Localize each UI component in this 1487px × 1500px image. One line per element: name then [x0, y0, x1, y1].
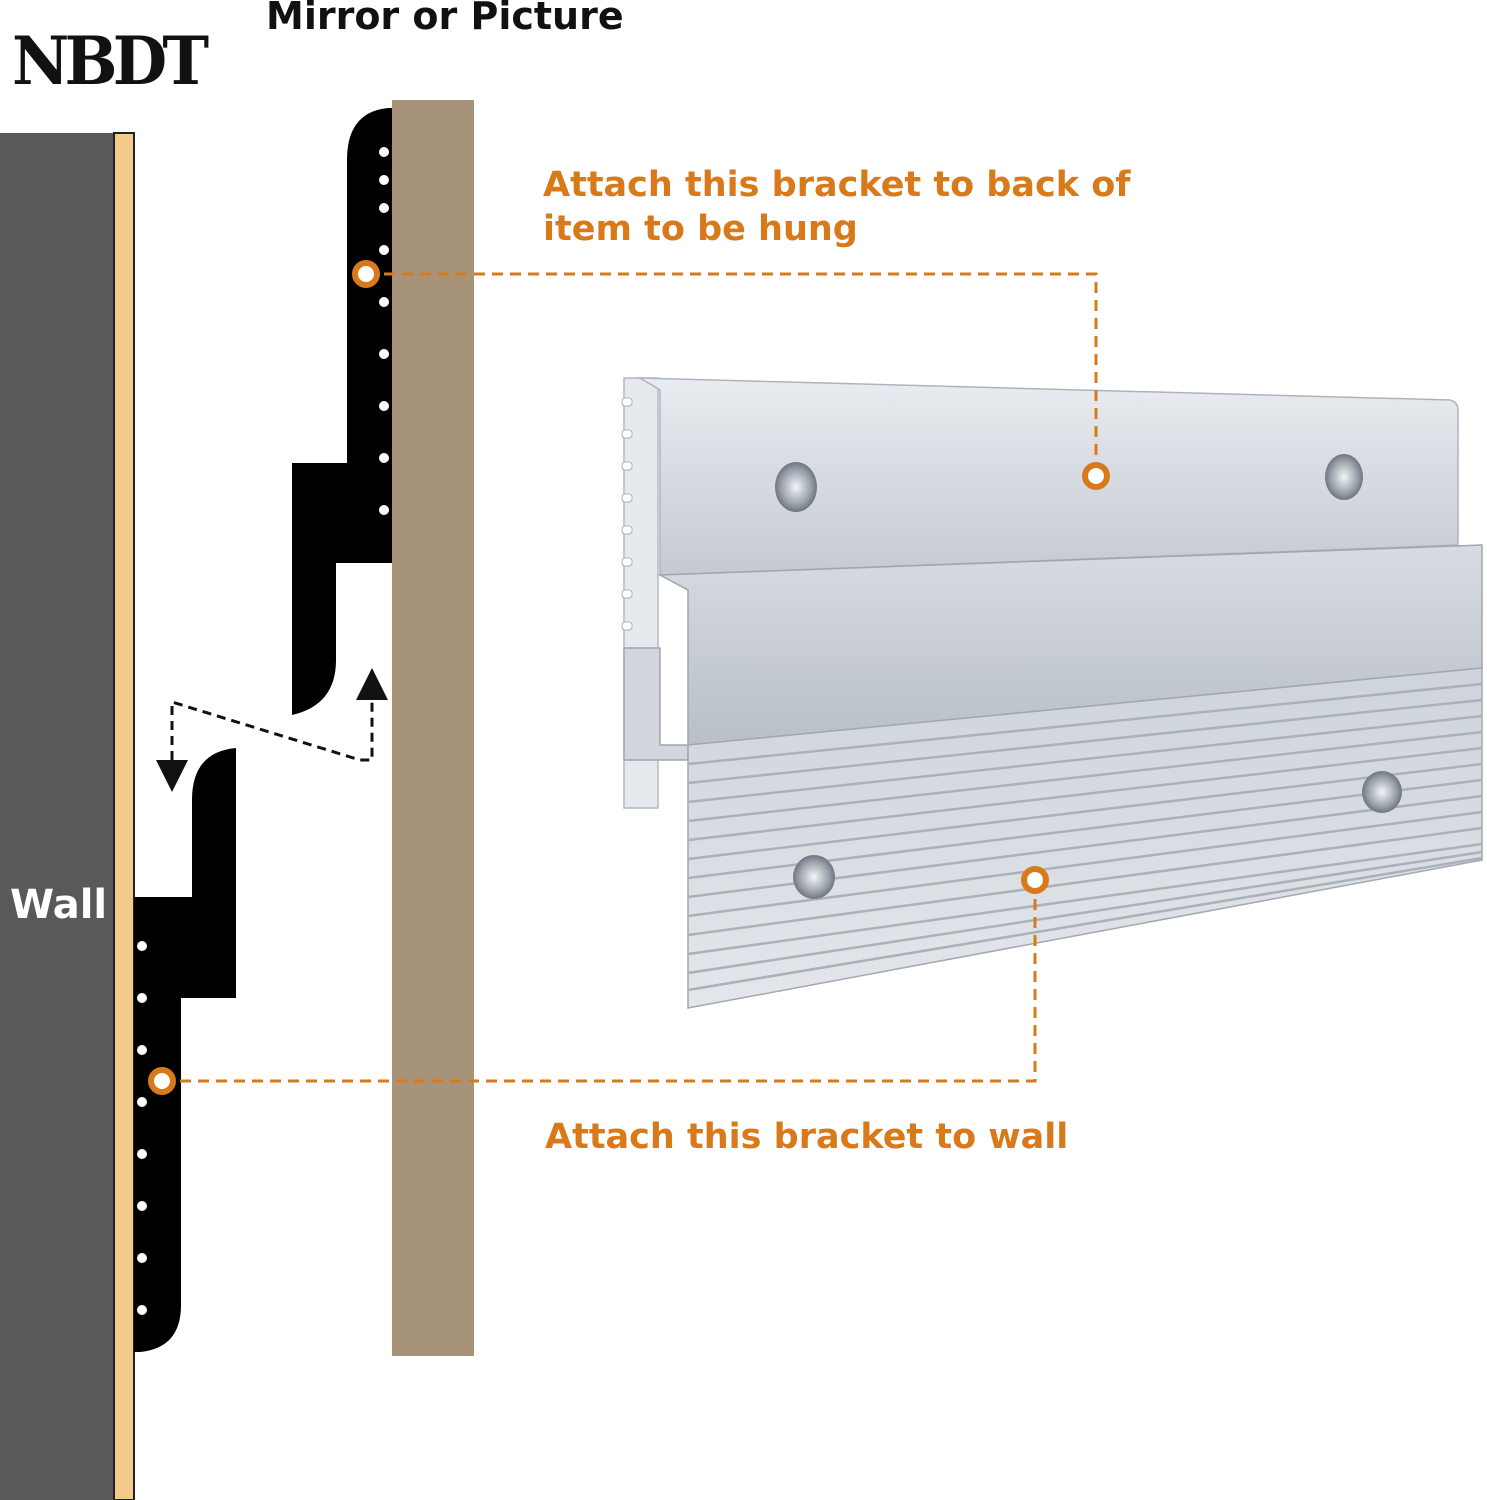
picture-bracket: [292, 108, 392, 715]
top-callout-leader: [352, 260, 1110, 490]
diagram-title: Mirror or Picture: [266, 0, 624, 38]
wall-label: Wall: [10, 882, 108, 928]
wall: [0, 133, 114, 1500]
arrow-down-icon: [156, 760, 188, 792]
aluminum-bracket: [621, 377, 1483, 1009]
wall-bracket: [134, 748, 236, 1352]
callout-bottom: Attach this bracket to wall: [545, 1117, 1069, 1157]
screw-hole: [775, 462, 817, 512]
picture-board: [392, 100, 474, 1356]
callout-top-line-2: item to be hung: [543, 209, 858, 249]
screw-hole: [1325, 454, 1363, 500]
bottom-callout-leader: [148, 866, 1049, 1095]
arrow-up-icon: [356, 668, 388, 700]
brand-logo: NBDT: [12, 22, 209, 100]
wall-strip: [113, 132, 135, 1500]
hang-motion-arrows: [170, 699, 374, 762]
screw-hole: [1362, 771, 1402, 813]
callout-top-line-1: Attach this bracket to back of: [543, 165, 1131, 205]
screw-hole: [793, 855, 835, 899]
